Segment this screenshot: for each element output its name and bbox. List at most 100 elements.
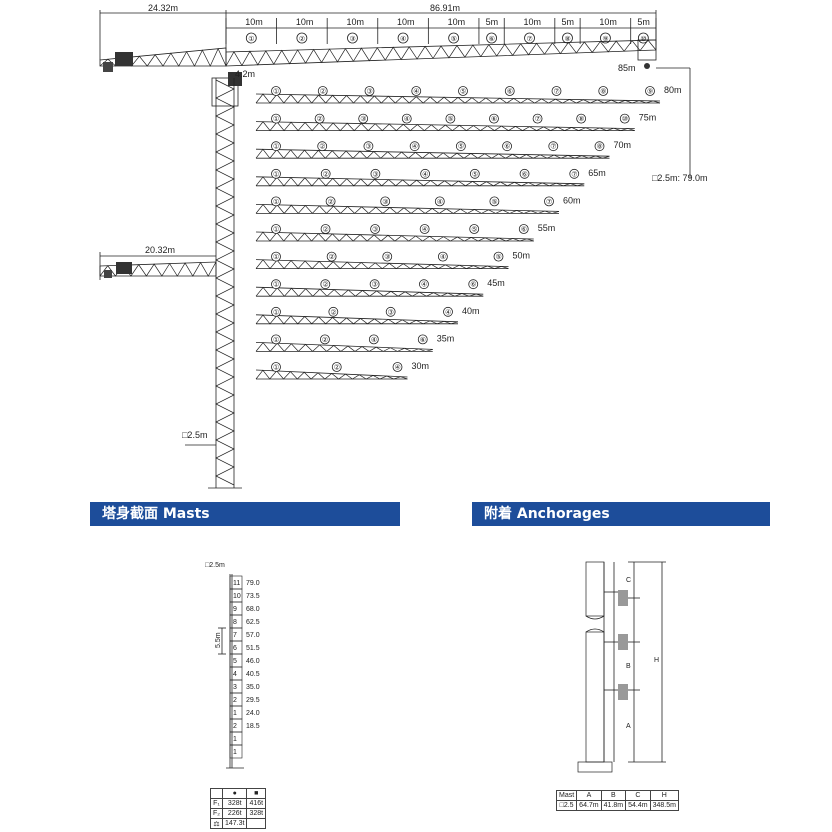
segment-length: 5m: [486, 17, 499, 27]
jib-segment-marker: [320, 224, 331, 234]
table-cell: ●: [221, 788, 248, 799]
jib-segment-id: ⑤: [496, 253, 502, 261]
segment-id: ⑥: [489, 35, 495, 43]
jib-segment-id: ⑤: [460, 88, 466, 96]
jib-segment-id: ③: [365, 143, 371, 151]
jib-segment-marker: [385, 306, 396, 317]
segment-id: ⑤: [451, 35, 457, 43]
jib-segment-marker: [325, 196, 336, 207]
mast-section-height: 24.0: [246, 710, 260, 717]
segment-length: 10m: [448, 17, 466, 27]
jib-length-label: 65m: [588, 168, 606, 178]
table-cell: ■: [246, 788, 267, 799]
segment-marker: [245, 32, 257, 44]
segment-length: 10m: [245, 17, 263, 27]
jib-segment-id: ③: [384, 253, 390, 261]
table-cell: H: [649, 790, 679, 801]
jib-segment-id: ②: [329, 253, 335, 261]
segment-length: 10m: [524, 17, 542, 27]
mast-section-height: 79.0: [246, 580, 260, 587]
jib-segment-marker: [411, 86, 422, 96]
jib-length-label: 35m: [437, 333, 455, 343]
jib-segment-marker: [271, 251, 281, 262]
table-cell: 328t: [246, 808, 267, 819]
jib-segment-id: ⑤: [471, 226, 477, 234]
mast-section-label: □2.5m: [182, 430, 207, 440]
jib-segment-marker: [489, 196, 500, 207]
mast-section-number: 3: [233, 684, 237, 691]
jib-segment-id: ④: [440, 253, 446, 261]
segment-id: ⑩: [640, 35, 646, 43]
jib-segment-id: ④: [445, 308, 451, 316]
jib-segment-id: ④: [395, 364, 401, 372]
jib-segment-id: ⑦: [546, 198, 552, 206]
jib-segment-marker: [401, 113, 412, 124]
jib-segment-marker: [544, 196, 554, 207]
jib-segment-marker: [468, 279, 479, 290]
top-dimension-lines: 24.32m 86.91m 10m①10m②10m③10m④10m⑤5m⑥10m…: [99, 3, 657, 60]
jib-segment-marker: [271, 334, 281, 345]
segment-length: 10m: [346, 17, 364, 27]
mast-section-number: 1: [233, 710, 237, 717]
jib-segment-marker: [645, 86, 655, 96]
segment-marker: [347, 32, 358, 44]
mast-section-height: 29.5: [246, 697, 260, 704]
jib-segment-marker: [271, 141, 281, 152]
jib-segment-id: ①: [273, 253, 279, 261]
jib-segment-id: ⑧: [578, 115, 584, 123]
table-cell: 348.5m: [649, 800, 679, 811]
jib-segment-id: ①: [273, 336, 279, 344]
jib-segment-marker: [409, 141, 420, 152]
jib-segment-marker: [493, 251, 504, 262]
jib-segment-id: ④: [422, 170, 428, 178]
mast-section-height: 18.5: [246, 723, 260, 730]
table-cell: C: [625, 790, 651, 801]
jib-segment-marker: [320, 334, 330, 345]
jib-segment-id: ⑥: [521, 226, 527, 234]
jib-segment-id: ①: [273, 281, 279, 289]
jib-segment-id: ④: [404, 115, 410, 123]
small-counter-jib-dimension: 20.32m: [145, 245, 175, 255]
mast-height-label: □2.5m: 79.0m: [652, 173, 707, 183]
segment-id: ⑧: [564, 35, 570, 43]
jib-segment-marker: [469, 224, 480, 234]
mast-section-height: 51.5: [246, 645, 260, 652]
jib-segment-marker: [314, 113, 325, 124]
jib-segment-marker: [271, 113, 281, 124]
masts-banner: 塔身截面 Masts: [90, 502, 400, 526]
jib-segment-id: ②: [330, 308, 336, 316]
jib-segment-marker: [417, 334, 428, 345]
jib-segment-id: ⑦: [550, 143, 556, 151]
anchor-b-label: B: [626, 663, 631, 670]
segment-id: ⑦: [527, 35, 533, 43]
table-cell: 64.7m: [576, 800, 602, 811]
table-cell: [246, 818, 267, 829]
jib-segment-marker: [271, 224, 281, 234]
anchor-h-label: H: [654, 657, 659, 664]
jib-segment-id: ②: [334, 364, 340, 372]
segment-id: ④: [400, 35, 406, 43]
jib-length-label: 45m: [487, 278, 505, 288]
jib-length-label: 80m: [664, 85, 682, 95]
jib-segment-id: ③: [372, 281, 378, 289]
jib-segment-id: ⑥: [470, 281, 476, 289]
jib-segment-marker: [420, 168, 431, 179]
table-cell: [210, 788, 223, 799]
jib-segment-marker: [328, 306, 339, 317]
mast-section-number: 6: [233, 645, 237, 652]
jib-segment-marker: [502, 141, 512, 152]
jib-segment-marker: [419, 224, 430, 234]
mast-section-height: 57.0: [246, 632, 260, 639]
jib-segment-id: ④: [437, 198, 443, 206]
